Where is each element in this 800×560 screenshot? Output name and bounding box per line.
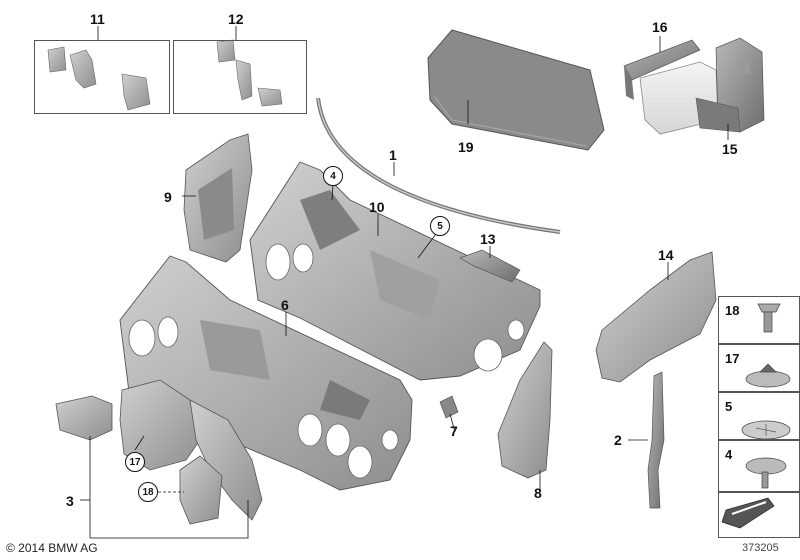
callout-18: 18 xyxy=(138,482,158,502)
legend-cell-4: 4 xyxy=(718,440,800,492)
part-6-lower-bulkhead xyxy=(119,255,413,491)
legend-cell-5: 5 xyxy=(718,392,800,440)
part-14-wheel-insulation xyxy=(595,251,717,383)
label-14: 14 xyxy=(658,247,674,263)
label-15: 15 xyxy=(722,141,738,157)
part-3-group xyxy=(55,379,263,525)
label-19: 19 xyxy=(458,139,474,155)
callout-5: 5 xyxy=(430,216,450,236)
part-8-side-panel xyxy=(497,341,553,479)
legend-number-17: 17 xyxy=(725,351,740,366)
label-2: 2 xyxy=(614,432,622,448)
label-9: 9 xyxy=(164,189,172,205)
label-3: 3 xyxy=(66,493,74,509)
legend-cell-18: 18 xyxy=(718,296,800,344)
legend-cell-17: 17 xyxy=(718,344,800,392)
label-7: 7 xyxy=(450,423,458,439)
leader-lines xyxy=(80,26,729,539)
label-16: 16 xyxy=(652,19,668,35)
callout-17: 17 xyxy=(125,452,145,472)
legend-number-18: 18 xyxy=(725,303,740,318)
label-1: 1 xyxy=(389,147,397,163)
label-12: 12 xyxy=(228,11,244,27)
part-19-insulation-mat xyxy=(427,29,605,151)
part-12-pads xyxy=(216,39,283,107)
battery-covers xyxy=(623,37,765,135)
label-11: 11 xyxy=(90,11,105,27)
part-2-strut xyxy=(647,371,665,509)
legend-number-5: 5 xyxy=(725,399,733,414)
part-10-upper-bulkhead xyxy=(249,161,541,381)
label-13: 13 xyxy=(480,231,496,247)
legend-icons xyxy=(721,303,791,529)
label-10: 10 xyxy=(369,199,385,215)
box-part-12 xyxy=(173,40,307,114)
label-6: 6 xyxy=(281,297,289,313)
copyright: © 2014 BMW AG xyxy=(6,541,98,555)
document-id: 373205 xyxy=(742,542,779,554)
box-part-11 xyxy=(34,40,170,114)
part-7-clip xyxy=(439,395,459,419)
legend-number-4: 4 xyxy=(725,447,733,462)
label-8: 8 xyxy=(534,485,542,501)
legend-cell-arrow xyxy=(718,492,800,538)
part-11-pads xyxy=(47,46,151,111)
part-13-bracket xyxy=(459,249,521,283)
callout-4: 4 xyxy=(323,166,343,186)
